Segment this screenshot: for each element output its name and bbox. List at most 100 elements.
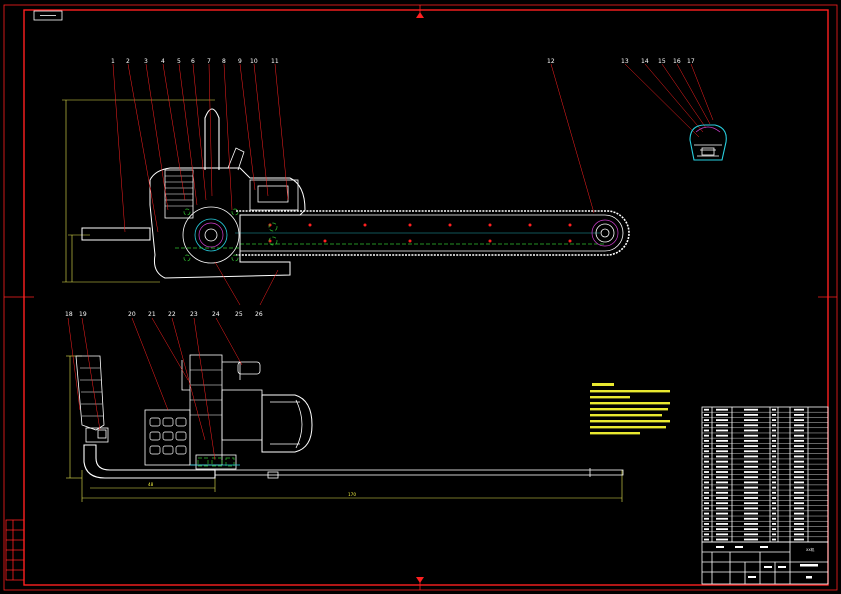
balloon-labels-top: 1 2 3 4 5 6 7 8 9 10 11 12 13 14 15 16 1… [111, 58, 695, 318]
parts-list-entry-mark [716, 533, 728, 536]
parts-list-entry-mark [704, 533, 709, 536]
parts-list-entry-mark [716, 408, 728, 411]
balloon-16: 16 [673, 58, 681, 65]
parts-list-entry-mark [772, 512, 776, 515]
parts-list-entry-mark [794, 419, 804, 422]
parts-list-entry-mark [744, 491, 758, 494]
clutch-ring [198, 222, 224, 248]
cooling-fins [165, 175, 193, 207]
parts-list-entry-mark [744, 434, 758, 437]
sheet-inner-border [23, 9, 829, 586]
parts-list-entry-mark [744, 414, 758, 416]
parts-list-entry-mark [704, 414, 709, 416]
parts-list-entry-mark [716, 424, 728, 427]
parts-list-entry-mark [704, 517, 709, 520]
parts-list-entry-mark [744, 419, 758, 422]
parts-list-entries [704, 408, 804, 541]
clutch-drum [194, 218, 228, 252]
parts-list-entry-mark [704, 538, 709, 541]
parts-list-entry-mark [772, 460, 776, 463]
parts-list-entry-mark [704, 486, 709, 489]
parts-list-entry-mark [794, 528, 804, 531]
parts-list-entry-mark [704, 450, 709, 453]
balloon-22: 22 [168, 311, 176, 318]
parts-list-entry-mark [794, 455, 804, 458]
parts-list-entry-mark [716, 419, 728, 422]
cover-screws [183, 208, 239, 262]
cylinder-side [189, 354, 223, 466]
parts-list-entry-mark [794, 465, 804, 468]
parts-list-entry-mark [704, 471, 709, 473]
parts-list-entry-mark [716, 497, 728, 499]
balloon-7: 7 [207, 58, 211, 65]
parts-list-entry-mark [794, 450, 804, 453]
parts-list-entry-mark [794, 471, 804, 473]
sheet-outer-border [3, 4, 838, 591]
parts-list-entry-mark [772, 491, 776, 494]
balloon-8: 8 [222, 58, 226, 65]
parts-list-entry-mark [704, 439, 709, 442]
balloon-23: 23 [190, 311, 198, 318]
parts-list-entry-mark [794, 507, 804, 510]
parts-list-entry-mark [716, 528, 728, 531]
parts-list-entry-mark [716, 523, 728, 525]
parts-list-entry-mark [794, 429, 804, 432]
parts-list-entry-mark [704, 419, 709, 422]
parts-list-entry-mark [772, 497, 776, 499]
parts-list-entry-mark [704, 497, 709, 499]
dimension-overall-length: 170 [348, 492, 356, 497]
parts-list-entry-mark [716, 486, 728, 489]
parts-list-entry-mark [704, 512, 709, 515]
top-handle-side [181, 360, 241, 391]
top-handle [204, 108, 220, 170]
rear-handle [81, 227, 151, 241]
parts-list-entry-mark [772, 414, 776, 416]
parts-list-entry-mark [772, 471, 776, 473]
parts-list-entry-mark [772, 538, 776, 541]
parts-list-entry-mark [794, 497, 804, 499]
clutch-shaft [204, 228, 218, 242]
parts-list-entry-mark [772, 419, 776, 422]
parts-list-entry-mark [704, 476, 709, 479]
parts-list-entry-mark [716, 414, 728, 416]
nose-sprocket [595, 223, 615, 243]
title-block: XX机 [701, 541, 829, 585]
parts-list-entry-mark [794, 481, 804, 484]
parts-list-entry-mark [744, 476, 758, 479]
parts-list-entry-mark [794, 408, 804, 411]
parts-list-entry-mark [794, 424, 804, 427]
balloon-21: 21 [148, 311, 156, 318]
balloon-2: 2 [126, 58, 130, 65]
balloon-25: 25 [235, 311, 243, 318]
nose-sprocket-hub [600, 228, 610, 238]
nose-sprocket-outer [591, 219, 619, 247]
parts-list-entry-mark [716, 460, 728, 463]
parts-list-entry-mark [772, 476, 776, 479]
parts-list-entry-mark [794, 538, 804, 541]
parts-list-entry-mark [794, 414, 804, 416]
balloon-labels-side: 18 19 20 21 22 23 24 [65, 311, 220, 318]
parts-list-entry-mark [772, 408, 776, 411]
muffler-inner [257, 185, 289, 203]
parts-list-entry-mark [716, 434, 728, 437]
muffler [249, 179, 299, 211]
side-fins [149, 417, 187, 455]
parts-list-entry-mark [744, 497, 758, 499]
parts-list-entry-mark [716, 512, 728, 515]
parts-list-entry-mark [744, 528, 758, 531]
parts-list-entry-mark [794, 439, 804, 442]
parts-list-entry-mark [772, 523, 776, 525]
parts-list-entry-mark [704, 465, 709, 468]
parts-list-entry-mark [744, 465, 758, 468]
parts-list-entry-mark [772, 465, 776, 468]
parts-list-entry-mark [744, 486, 758, 489]
guide-bar-side [214, 469, 624, 476]
balloon-10: 10 [250, 58, 258, 65]
parts-list-entry-mark [794, 502, 804, 505]
parts-list-entry-mark [772, 455, 776, 458]
parts-list-entry-mark [744, 507, 758, 510]
parts-list-entry-mark [744, 512, 758, 515]
parts-list-entry-mark [794, 476, 804, 479]
parts-list-entry-mark [704, 491, 709, 494]
parts-list-entry-mark [772, 533, 776, 536]
